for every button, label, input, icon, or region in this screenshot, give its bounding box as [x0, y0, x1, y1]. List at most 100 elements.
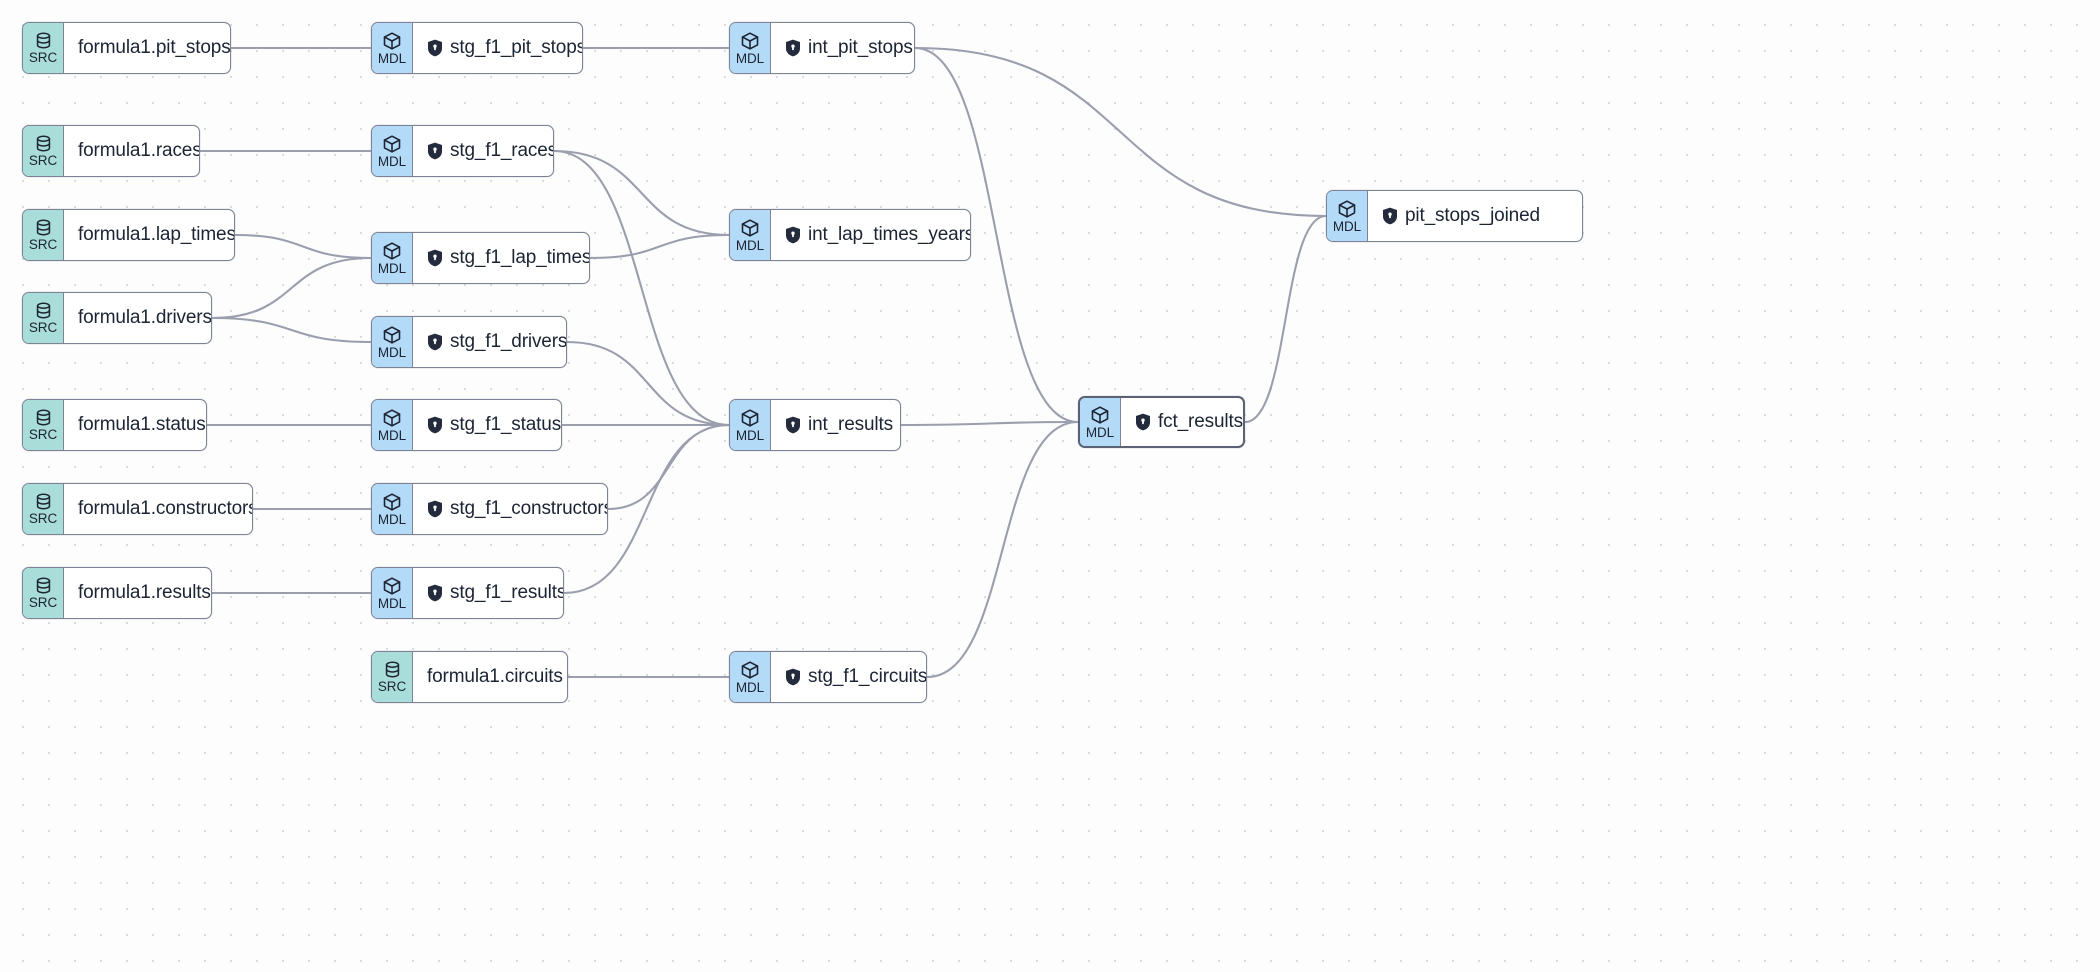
- graph-edge-stg_races-to-int_results: [553, 149, 730, 427]
- node-kind-label: SRC: [28, 153, 58, 168]
- graph-edge-int_results-to-fct_results: [900, 420, 1079, 427]
- node-body: formula1.lap_times: [64, 210, 234, 260]
- node-kind-label: MDL: [377, 595, 407, 611]
- node-kind-label: SRC: [28, 511, 58, 526]
- database-icon: SRC: [23, 23, 64, 73]
- node-body: stg_f1_constructors: [413, 484, 608, 534]
- graph-node-src_constructors[interactable]: SRC formula1.constructors: [22, 483, 253, 535]
- node-label: stg_f1_results: [450, 582, 564, 603]
- graph-node-src_circuits[interactable]: SRC formula1.circuits: [371, 651, 568, 703]
- graph-edge-stg_lap_times-to-int_lap_times_years: [589, 233, 730, 260]
- node-label: stg_f1_constructors: [450, 498, 608, 519]
- cube-icon: MDL: [1080, 398, 1121, 446]
- node-kind-label: MDL: [735, 237, 765, 253]
- node-kind-label: SRC: [28, 595, 58, 610]
- cube-icon: MDL: [372, 400, 413, 450]
- graph-node-stg_results[interactable]: MDL stg_f1_results: [371, 567, 564, 619]
- node-body: formula1.status: [64, 400, 206, 450]
- graph-node-pit_stops_joined[interactable]: MDL pit_stops_joined: [1326, 190, 1583, 242]
- graph-node-src_races[interactable]: SRC formula1.races: [22, 125, 200, 177]
- graph-edge-stg_constructors-to-int_results: [607, 423, 730, 511]
- shield-lock-icon: [1135, 413, 1151, 431]
- cube-icon: MDL: [730, 400, 771, 450]
- node-label: formula1.races: [78, 140, 200, 161]
- database-icon: SRC: [23, 568, 64, 618]
- shield-lock-icon: [427, 142, 443, 160]
- graph-edge-stg_drivers-to-int_results: [566, 340, 730, 427]
- shield-lock-icon: [427, 249, 443, 267]
- node-kind-label: MDL: [377, 260, 407, 276]
- node-kind-label: SRC: [28, 427, 58, 442]
- node-kind-label: SRC: [28, 50, 58, 65]
- graph-node-stg_circuits[interactable]: MDL stg_f1_circuits: [729, 651, 927, 703]
- graph-edge-fct_results-to-pit_stops_joined: [1244, 214, 1327, 424]
- cube-icon: MDL: [1327, 191, 1368, 241]
- graph-edge-int_pit_stops-to-pit_stops_joined: [914, 46, 1327, 218]
- graph-node-int_pit_stops[interactable]: MDL int_pit_stops: [729, 22, 915, 74]
- node-body: formula1.constructors: [64, 484, 253, 534]
- node-kind-label: MDL: [377, 344, 407, 360]
- graph-node-src_drivers[interactable]: SRC formula1.drivers: [22, 292, 212, 344]
- graph-node-int_lap_times_years[interactable]: MDL int_lap_times_years: [729, 209, 971, 261]
- node-label: formula1.constructors: [78, 498, 253, 519]
- graph-edge-src_drivers-to-stg_lap_times: [211, 256, 372, 320]
- node-kind-label: MDL: [377, 50, 407, 66]
- node-body: pit_stops_joined: [1368, 191, 1582, 241]
- node-body: formula1.pit_stops: [64, 23, 231, 73]
- shield-lock-icon: [427, 333, 443, 351]
- shield-lock-icon: [785, 39, 801, 57]
- shield-lock-icon: [427, 416, 443, 434]
- database-icon: SRC: [372, 652, 413, 702]
- node-body: int_pit_stops: [771, 23, 914, 73]
- node-body: stg_f1_pit_stops: [413, 23, 583, 73]
- node-kind-label: MDL: [735, 50, 765, 66]
- graph-edge-stg_races-to-int_lap_times_years: [553, 149, 730, 237]
- node-label: stg_f1_circuits: [808, 666, 927, 687]
- graph-node-src_status[interactable]: SRC formula1.status: [22, 399, 207, 451]
- cube-icon: MDL: [730, 23, 771, 73]
- node-body: formula1.races: [64, 126, 200, 176]
- graph-node-stg_races[interactable]: MDL stg_f1_races: [371, 125, 554, 177]
- shield-lock-icon: [785, 226, 801, 244]
- node-body: int_lap_times_years: [771, 210, 970, 260]
- cube-icon: MDL: [730, 652, 771, 702]
- graph-edge-stg_circuits-to-fct_results: [926, 420, 1079, 679]
- cube-icon: MDL: [730, 210, 771, 260]
- database-icon: SRC: [23, 484, 64, 534]
- node-body: int_results: [771, 400, 900, 450]
- graph-node-stg_drivers[interactable]: MDL stg_f1_drivers: [371, 316, 567, 368]
- node-kind-label: SRC: [28, 320, 58, 335]
- cube-icon: MDL: [372, 233, 413, 283]
- node-body: stg_f1_circuits: [771, 652, 927, 702]
- graph-node-src_pit_stops[interactable]: SRC formula1.pit_stops: [22, 22, 231, 74]
- node-label: formula1.pit_stops: [78, 37, 231, 58]
- graph-node-stg_pit_stops[interactable]: MDL stg_f1_pit_stops: [371, 22, 583, 74]
- node-kind-label: MDL: [377, 153, 407, 169]
- graph-node-stg_constructors[interactable]: MDL stg_f1_constructors: [371, 483, 608, 535]
- node-kind-label: MDL: [377, 511, 407, 527]
- node-body: formula1.circuits: [413, 652, 567, 702]
- node-label: stg_f1_drivers: [450, 331, 567, 352]
- node-label: formula1.circuits: [427, 666, 563, 687]
- node-kind-label: MDL: [377, 427, 407, 443]
- graph-node-stg_lap_times[interactable]: MDL stg_f1_lap_times: [371, 232, 590, 284]
- database-icon: SRC: [23, 210, 64, 260]
- node-body: stg_f1_results: [413, 568, 564, 618]
- node-label: stg_f1_pit_stops: [450, 37, 583, 58]
- node-label: formula1.drivers: [78, 307, 212, 328]
- node-label: pit_stops_joined: [1405, 205, 1540, 226]
- node-body: fct_results: [1121, 398, 1243, 446]
- node-body: stg_f1_races: [413, 126, 553, 176]
- shield-lock-icon: [427, 39, 443, 57]
- cube-icon: MDL: [372, 126, 413, 176]
- shield-lock-icon: [1382, 207, 1398, 225]
- node-body: stg_f1_drivers: [413, 317, 567, 367]
- node-body: stg_f1_lap_times: [413, 233, 589, 283]
